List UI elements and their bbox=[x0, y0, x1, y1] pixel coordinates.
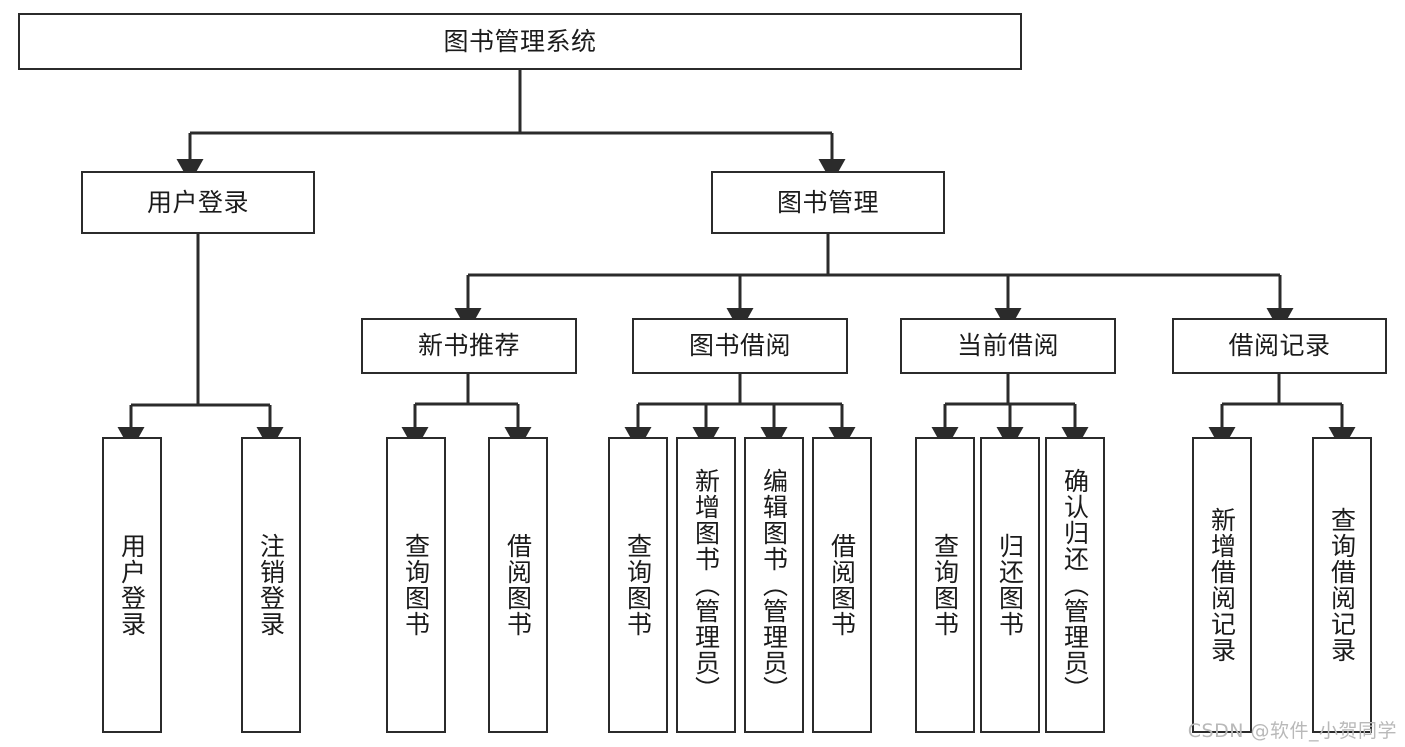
node-book-borrow[interactable]: 图书借阅 bbox=[632, 318, 848, 374]
leaf-borrow-book-recommend[interactable]: 借阅图书 bbox=[488, 437, 548, 733]
node-current-borrow[interactable]: 当前借阅 bbox=[900, 318, 1116, 374]
leaf-query-book-current[interactable]: 查询图书 bbox=[915, 437, 975, 733]
leaf-query-borrow-record[interactable]: 查询借阅记录 bbox=[1312, 437, 1372, 733]
node-label: 用户登录 bbox=[117, 533, 147, 637]
leaf-logout-login[interactable]: 注销登录 bbox=[241, 437, 301, 733]
node-label: 当前借阅 bbox=[956, 331, 1059, 361]
node-label: 图书管理 bbox=[776, 187, 879, 217]
node-label: 新增图书（管理员） bbox=[691, 468, 721, 702]
node-book-management[interactable]: 图书管理 bbox=[711, 171, 945, 234]
node-label: 查询借阅记录 bbox=[1327, 507, 1357, 663]
leaf-edit-book[interactable]: 编辑图书（管理员） bbox=[744, 437, 804, 733]
node-user-login[interactable]: 用户登录 bbox=[81, 171, 315, 234]
node-label: 图书管理系统 bbox=[443, 26, 597, 56]
leaf-confirm-return[interactable]: 确认归还（管理员） bbox=[1045, 437, 1105, 733]
leaf-user-login[interactable]: 用户登录 bbox=[102, 437, 162, 733]
node-label: 归还图书 bbox=[995, 533, 1025, 637]
node-label: 查询图书 bbox=[930, 533, 960, 637]
node-borrow-record[interactable]: 借阅记录 bbox=[1172, 318, 1387, 374]
leaf-add-borrow-record[interactable]: 新增借阅记录 bbox=[1192, 437, 1252, 733]
node-label: 新书推荐 bbox=[417, 331, 520, 361]
csdn-watermark: CSDN @软件_小贺同学 bbox=[1187, 720, 1397, 742]
node-root-system[interactable]: 图书管理系统 bbox=[18, 13, 1022, 70]
leaf-borrow-book[interactable]: 借阅图书 bbox=[812, 437, 872, 733]
node-label: 借阅图书 bbox=[827, 533, 857, 637]
node-label: 查询图书 bbox=[401, 533, 431, 637]
node-new-book-recommend[interactable]: 新书推荐 bbox=[361, 318, 577, 374]
leaf-query-book-borrow[interactable]: 查询图书 bbox=[608, 437, 668, 733]
node-label: 注销登录 bbox=[256, 533, 286, 637]
node-label: 借阅图书 bbox=[503, 533, 533, 637]
leaf-add-book[interactable]: 新增图书（管理员） bbox=[676, 437, 736, 733]
node-label: 新增借阅记录 bbox=[1207, 507, 1237, 663]
node-label: 编辑图书（管理员） bbox=[759, 468, 789, 702]
node-label: 确认归还（管理员） bbox=[1060, 468, 1090, 702]
node-label: 用户登录 bbox=[146, 187, 249, 217]
leaf-return-book[interactable]: 归还图书 bbox=[980, 437, 1040, 733]
node-label: 图书借阅 bbox=[688, 331, 791, 361]
leaf-query-book-recommend[interactable]: 查询图书 bbox=[386, 437, 446, 733]
node-label: 查询图书 bbox=[623, 533, 653, 637]
node-label: 借阅记录 bbox=[1228, 331, 1331, 361]
